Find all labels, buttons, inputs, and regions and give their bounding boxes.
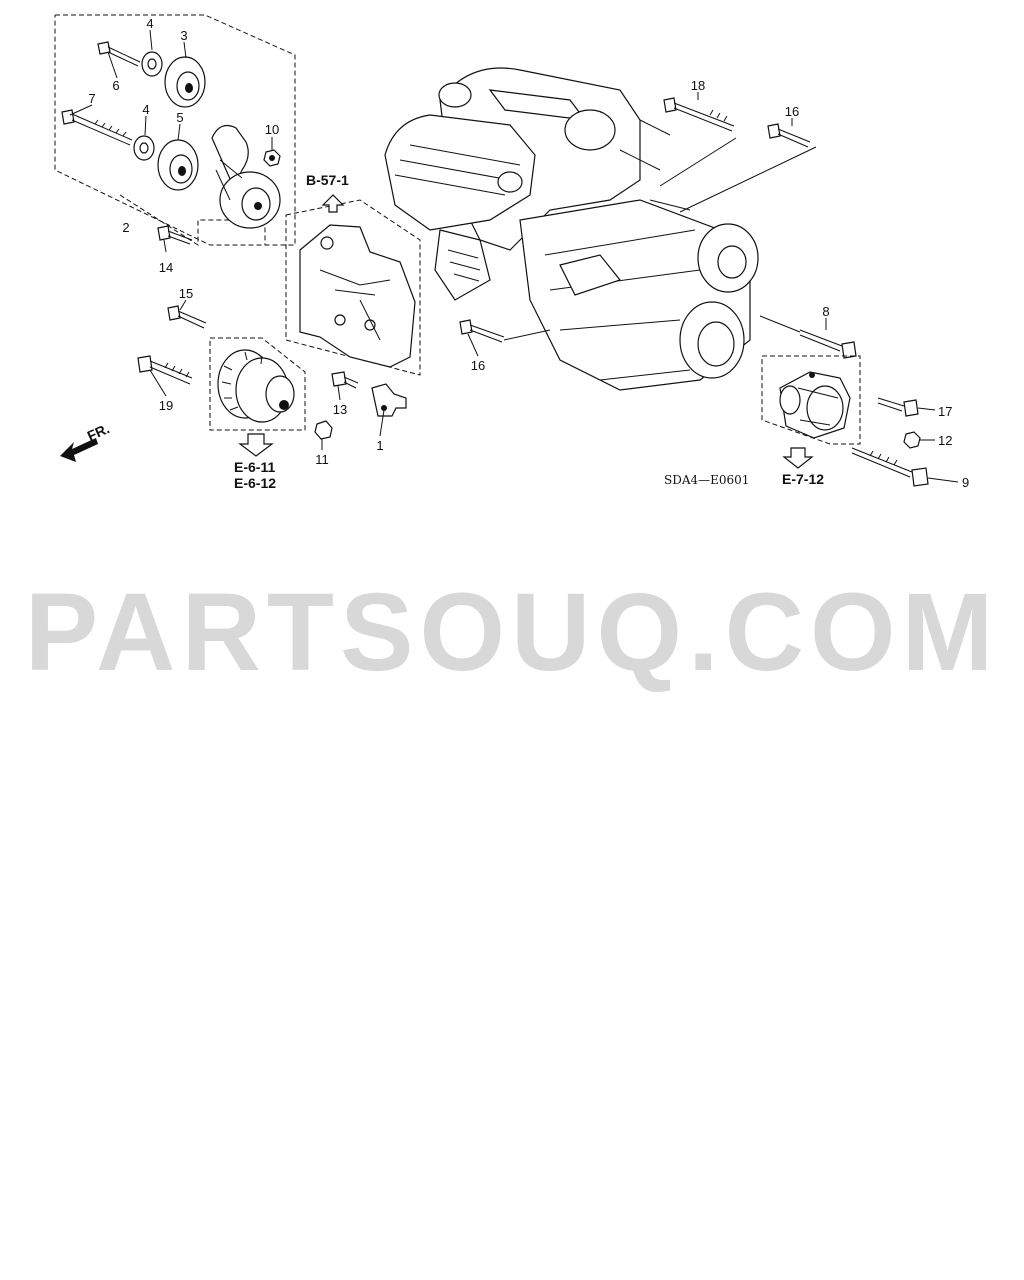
alternator bbox=[217, 349, 295, 423]
diagram-code: SDA4—E0601 bbox=[664, 473, 749, 487]
callout-3: 3 bbox=[180, 28, 187, 43]
reference-b-57-1: B-57-1 bbox=[306, 172, 349, 188]
washer-4-upper bbox=[141, 51, 163, 77]
tensioner-group-outline bbox=[54, 14, 296, 246]
callout-15: 15 bbox=[179, 286, 193, 301]
leader-lines bbox=[69, 29, 959, 483]
arrow-up-b57 bbox=[321, 194, 345, 213]
auto-tensioner-2 bbox=[211, 125, 281, 229]
callout-10: 10 bbox=[265, 122, 279, 137]
callout-13: 13 bbox=[333, 402, 347, 417]
bolt-16-upper bbox=[767, 123, 811, 148]
callout-4-upper: 4 bbox=[146, 16, 153, 31]
bolt-17 bbox=[877, 397, 919, 417]
front-arrow-icon bbox=[60, 438, 98, 462]
arrow-down-e7 bbox=[782, 447, 814, 469]
callout-11: 11 bbox=[315, 452, 329, 467]
callout-8: 8 bbox=[822, 304, 829, 319]
bolt-19 bbox=[137, 355, 193, 385]
arrow-down-e6 bbox=[238, 433, 274, 457]
callout-9: 9 bbox=[962, 475, 969, 490]
nut-10 bbox=[263, 149, 281, 167]
callout-1: 1 bbox=[376, 438, 383, 453]
nut-11 bbox=[314, 420, 333, 440]
callout-14: 14 bbox=[159, 260, 173, 275]
bolt-9 bbox=[851, 447, 929, 487]
nut-12 bbox=[903, 431, 921, 449]
idler-pulley-3 bbox=[164, 56, 206, 108]
callout-4-lower: 4 bbox=[142, 102, 149, 117]
reference-e-6-12: E-6-12 bbox=[234, 475, 276, 491]
bolt-15 bbox=[167, 305, 207, 329]
bolt-6 bbox=[97, 41, 141, 67]
bolt-14 bbox=[157, 225, 193, 245]
reference-e-7-12: E-7-12 bbox=[782, 471, 824, 487]
callout-17: 17 bbox=[938, 404, 952, 419]
bolt-18 bbox=[663, 97, 735, 132]
front-label: FR. bbox=[85, 420, 112, 444]
callout-16-upper: 16 bbox=[785, 104, 799, 119]
engine-assembly bbox=[384, 67, 759, 391]
callout-19: 19 bbox=[159, 398, 173, 413]
callout-6: 6 bbox=[112, 78, 119, 93]
callout-12: 12 bbox=[938, 433, 952, 448]
callout-numbers: 4 3 6 7 4 5 10 2 14 15 19 13 11 1 18 16 … bbox=[88, 16, 969, 490]
bolt-7 bbox=[61, 109, 133, 146]
callout-16-lower: 16 bbox=[471, 358, 485, 373]
washer-4-lower bbox=[133, 135, 155, 161]
bracket-1 bbox=[371, 383, 407, 417]
callout-7: 7 bbox=[88, 91, 95, 106]
reference-e-6-11: E-6-11 bbox=[234, 459, 275, 475]
callout-5: 5 bbox=[176, 110, 183, 125]
bolt-16-lower bbox=[459, 319, 505, 343]
starter-motor bbox=[779, 371, 851, 439]
callout-18: 18 bbox=[691, 78, 705, 93]
idler-pulley-5 bbox=[157, 139, 199, 191]
bolt-13 bbox=[331, 371, 359, 389]
alternator-group-outline bbox=[209, 337, 306, 431]
bolt-8 bbox=[799, 329, 857, 359]
callout-2: 2 bbox=[122, 220, 129, 235]
starter-group-outline bbox=[761, 355, 861, 445]
bracket-group-outline bbox=[285, 199, 421, 376]
watermark: PARTSOUQ.COM bbox=[24, 571, 1000, 694]
